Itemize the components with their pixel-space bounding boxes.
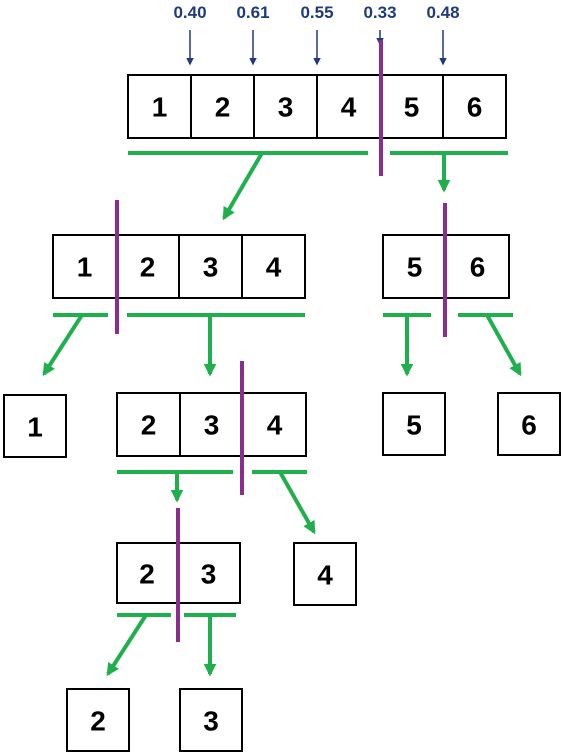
arrow-to-single-6 (485, 314, 522, 377)
arrow-to-single-1 (42, 313, 84, 377)
top-label-1: 0.40 (173, 3, 206, 22)
value-0-2: 2 (215, 92, 231, 123)
value-4-single-3: 3 (203, 706, 219, 737)
array-level0: 1 2 3 4 5 6 (127, 74, 507, 139)
value-1-5: 5 (407, 252, 423, 283)
array-level1-right: 5 6 (382, 234, 510, 299)
value-1-2: 2 (140, 252, 156, 283)
value-2-single-1: 1 (27, 412, 43, 443)
cell-0-3 (253, 74, 318, 139)
value-2-2: 2 (141, 410, 157, 441)
value-0-3: 3 (278, 92, 294, 123)
value-3-single-4: 4 (317, 560, 333, 591)
arrow-to-single-4 (278, 471, 316, 535)
value-1-4: 4 (266, 252, 282, 283)
cell-1-1 (52, 234, 117, 299)
array-level3-pair: 2 3 (116, 542, 241, 604)
value-0-5: 5 (404, 92, 420, 123)
cell-1-3 (178, 234, 243, 299)
value-0-4: 4 (341, 92, 357, 123)
value-1-3: 3 (203, 252, 219, 283)
arrow-to-left-subarray (222, 151, 264, 221)
top-label-2: 0.61 (236, 3, 269, 22)
cell-0-6 (442, 74, 507, 139)
top-label-5: 0.48 (426, 3, 459, 22)
value-2-single-6: 6 (521, 410, 537, 441)
cell-1-5 (382, 234, 447, 299)
top-labels: 0.40 0.61 0.55 0.33 0.48 (173, 3, 459, 22)
cell-1-6 (445, 234, 510, 299)
array-level2-middle: 2 3 4 (116, 392, 307, 457)
cell-1-4 (241, 234, 306, 299)
value-4-single-2: 2 (90, 706, 106, 737)
value-2-single-5: 5 (406, 410, 422, 441)
boundary-arrows (186, 30, 447, 66)
cell-0-5 (379, 74, 444, 139)
top-label-3: 0.55 (300, 3, 333, 22)
single-box-3: 3 (179, 688, 243, 752)
value-3-2: 2 (139, 559, 155, 590)
cell-3-3 (176, 542, 241, 604)
value-1-6: 6 (470, 252, 486, 283)
single-box-2: 2 (66, 688, 130, 752)
value-1-1: 1 (77, 252, 93, 283)
single-box-1: 1 (3, 394, 67, 458)
single-box-4: 4 (293, 542, 357, 606)
value-0-6: 6 (467, 92, 483, 123)
single-box-5: 5 (382, 392, 446, 456)
value-2-4: 4 (267, 410, 283, 441)
value-0-1: 1 (152, 92, 168, 123)
cell-2-2 (116, 392, 181, 457)
value-3-3: 3 (201, 559, 217, 590)
value-2-3: 3 (204, 410, 220, 441)
cell-2-4 (242, 392, 307, 457)
cell-3-2 (116, 542, 178, 604)
cell-2-3 (179, 392, 244, 457)
top-label-4: 0.33 (363, 3, 396, 22)
single-box-6: 6 (497, 392, 561, 456)
array-level1-left: 1 2 3 4 (52, 234, 306, 299)
arrow-to-single-2 (106, 613, 148, 677)
